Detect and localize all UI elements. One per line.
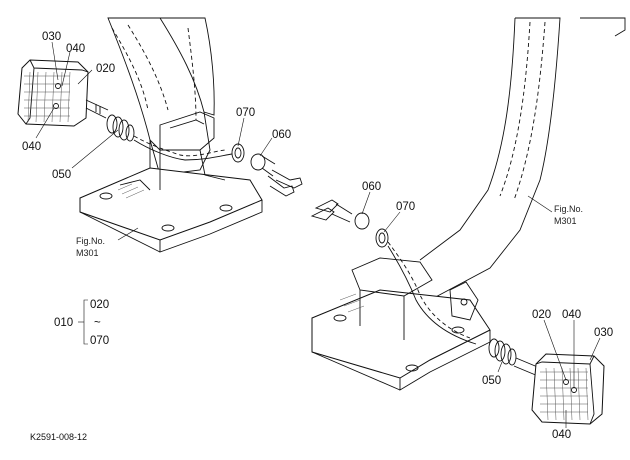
label-right-060: 060 [362, 181, 381, 193]
left-wire-harness [133, 135, 303, 197]
label-right-070: 070 [396, 201, 415, 213]
label-group-tilde: ~ [94, 317, 101, 329]
label-left-fig-no: Fig.No. [76, 236, 105, 246]
right-wire-harness [310, 199, 477, 345]
label-group-010: 010 [54, 317, 73, 329]
label-right-030: 030 [594, 327, 613, 339]
label-right-fig-no: Fig.No. [554, 204, 583, 214]
left-lamp-lens-grid [24, 71, 71, 123]
label-group-020: 020 [90, 299, 109, 311]
label-left-040-top: 040 [66, 43, 85, 55]
right-grommet-050 [488, 338, 541, 377]
label-left-040-bottom: 040 [22, 141, 41, 153]
left-turn-signal-lamp [17, 59, 109, 127]
leader-lines [35, 41, 601, 428]
part-labels: 030 040 020 040 050 070 060 Fig.No. M301… [22, 31, 613, 442]
label-left-020: 020 [96, 63, 115, 75]
group-bracket-010 [78, 299, 88, 345]
label-group-070: 070 [90, 335, 109, 347]
left-grommet-050 [106, 114, 135, 142]
label-left-030: 030 [42, 31, 61, 43]
label-right-040-bottom: 040 [552, 429, 571, 441]
left-frame-assembly [79, 17, 263, 253]
label-right-fig-ref: M301 [554, 216, 577, 226]
drawing-code: K2591-008-12 [30, 432, 87, 442]
label-right-040-top: 040 [562, 309, 581, 321]
right-frame-assembly [311, 17, 626, 391]
label-left-fig-ref: M301 [76, 248, 99, 258]
label-left-070: 070 [236, 107, 255, 119]
label-right-050: 050 [482, 375, 501, 387]
label-left-060: 060 [272, 129, 291, 141]
label-left-050: 050 [52, 169, 71, 181]
right-turn-signal-lamp [531, 353, 605, 425]
label-right-020: 020 [532, 309, 551, 321]
